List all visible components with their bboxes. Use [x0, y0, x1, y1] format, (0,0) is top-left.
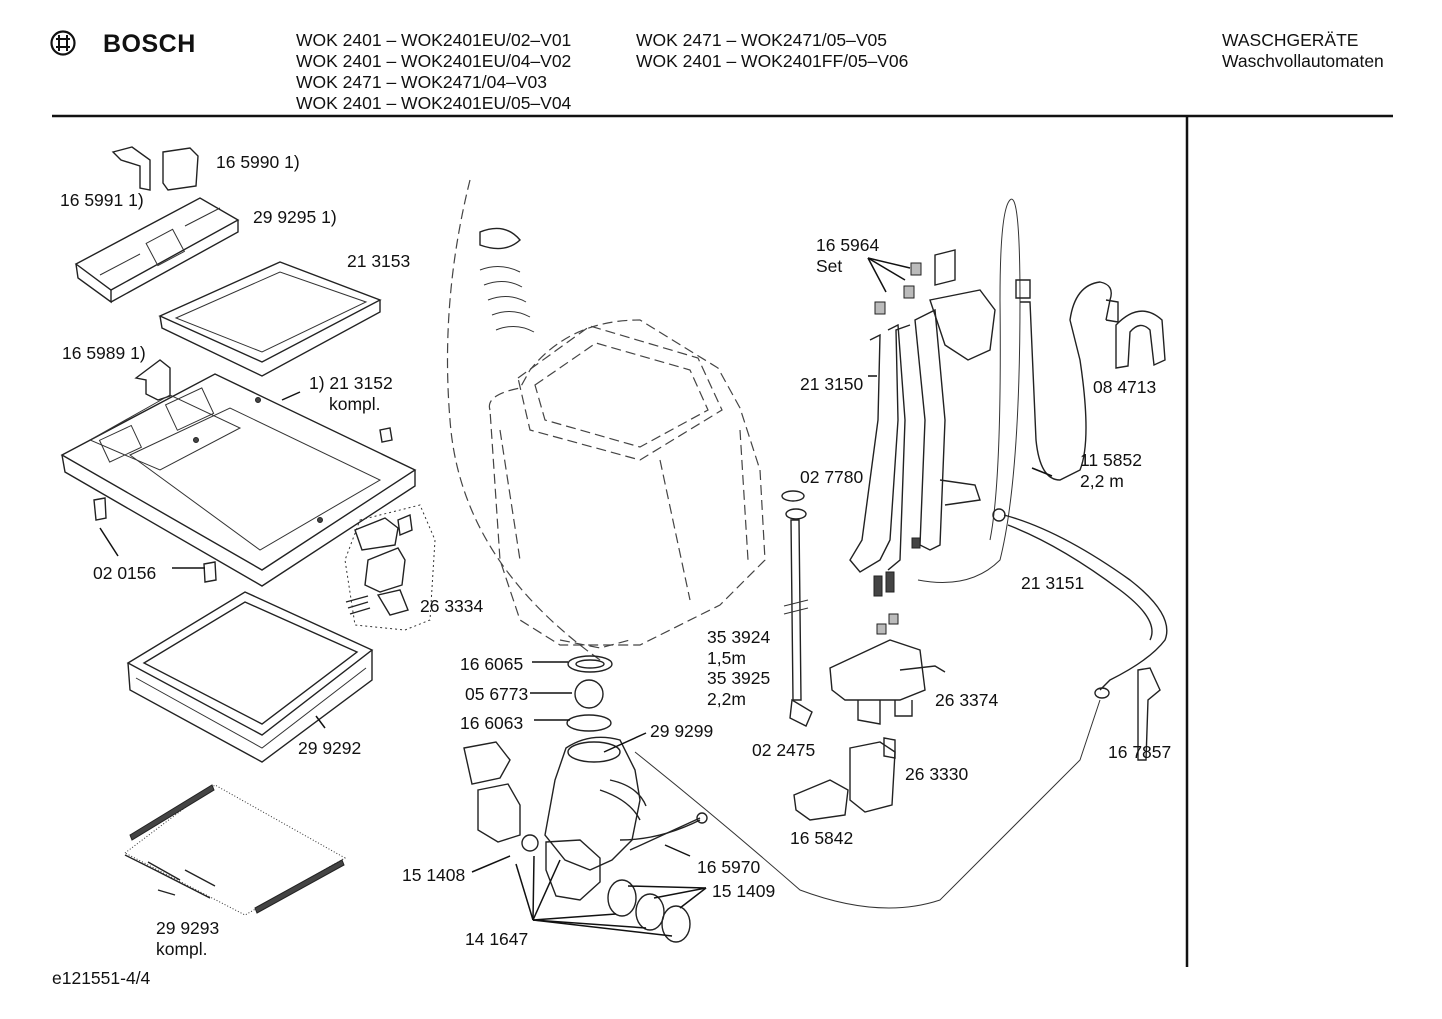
label-16-5964-set: Set — [816, 256, 843, 276]
drain-sump-part — [544, 736, 701, 871]
label-35-3925: 35 3925 — [707, 668, 771, 688]
gasket-frame-part — [126, 591, 374, 763]
document-id: e121551-4/4 — [52, 968, 151, 988]
top-frame-part — [60, 373, 417, 587]
label-11-5852: 11 5852 — [1080, 450, 1142, 470]
brand-name: BOSCH — [103, 30, 196, 58]
label-21-3152-kompl: kompl. — [329, 394, 381, 414]
label-16-5964: 16 5964 — [816, 235, 880, 255]
label-21-3151: 21 3151 — [1021, 573, 1085, 593]
label-21-3153: 21 3153 — [347, 251, 411, 271]
model-line: WOK 2401 – WOK2401FF/05–V06 — [636, 51, 909, 71]
long-hose-line — [629, 699, 1101, 909]
label-35-3924: 35 3924 — [707, 627, 771, 647]
hose-holder-08-4713 — [1115, 310, 1166, 369]
inlet-hose-part — [781, 490, 813, 727]
model-line: WOK 2471 – WOK2471/05–V05 — [636, 30, 887, 50]
detergent-flap-part — [111, 146, 199, 191]
model-list-col2: WOK 2471 – WOK2471/05–V05 WOK 2401 – WOK… — [636, 30, 908, 72]
category: WASCHGERÄTE — [1222, 30, 1359, 50]
label-29-9293: 29 9293 — [156, 918, 220, 938]
valve-26-3330 — [849, 737, 896, 813]
model-line: WOK 2401 – WOK2401EU/05–V04 — [296, 93, 572, 113]
pump-seal-parts — [566, 655, 613, 732]
model-line: WOK 2401 – WOK2401EU/04–V02 — [296, 51, 572, 71]
label-16-6063: 16 6063 — [460, 713, 524, 733]
label-14-1647: 14 1647 — [465, 929, 529, 949]
detergent-drawer-part — [74, 197, 240, 304]
label-21-3152: 1) 21 3152 — [309, 373, 393, 393]
label-16-5990: 16 5990 1) — [216, 152, 300, 172]
drain-hose-11-5852 — [917, 198, 1119, 583]
washing-tub-part — [488, 319, 766, 649]
label-15-1409: 15 1409 — [712, 881, 776, 901]
armature-icon — [50, 30, 76, 56]
label-35-3925-length: 2,2m — [707, 689, 746, 709]
valve-26-3374 — [829, 639, 946, 725]
label-21-3150: 21 3150 — [800, 374, 864, 394]
subcategory: Waschvollautomaten — [1222, 51, 1384, 71]
label-08-4713: 08 4713 — [1093, 377, 1157, 397]
category-block: WASCHGERÄTE Waschvollautomaten — [1222, 30, 1384, 72]
model-list-col1: WOK 2401 – WOK2401EU/02–V01 WOK 2401 – W… — [296, 30, 571, 114]
label-26-3374: 26 3374 — [935, 690, 999, 710]
pump-cover-part — [463, 741, 691, 943]
label-16-5842: 16 5842 — [790, 828, 854, 848]
label-29-9292: 29 9292 — [298, 738, 362, 758]
label-02-0156: 02 0156 — [93, 563, 157, 583]
bosch-logo-icon — [50, 30, 76, 56]
label-29-9293-kompl: kompl. — [156, 939, 208, 959]
label-02-7780: 02 7780 — [800, 467, 864, 487]
door-lock-assembly — [344, 504, 436, 631]
lid-clip-part — [134, 359, 171, 401]
label-16-5991: 16 5991 1) — [60, 190, 144, 210]
label-35-3924-length: 1,5m — [707, 648, 746, 668]
label-02-2475: 02 2475 — [752, 740, 816, 760]
clamp-16-7857 — [1137, 667, 1161, 761]
label-11-5852-length: 2,2 m — [1080, 471, 1124, 491]
tray-frame-part — [158, 261, 382, 377]
leader-lines — [99, 257, 1053, 937]
label-29-9295: 29 9295 1) — [253, 207, 337, 227]
model-line: WOK 2471 – WOK2471/04–V03 — [296, 72, 547, 92]
valve-caps-set — [874, 262, 922, 635]
small-brackets — [93, 497, 217, 583]
bellows-hose-part — [446, 179, 601, 661]
label-16-7857: 16 7857 — [1108, 742, 1172, 762]
lid-panel-part — [124, 784, 347, 916]
label-16-6065: 16 6065 — [460, 654, 524, 674]
harness-21-3150 — [849, 249, 996, 597]
suppressor-16-5842 — [793, 779, 849, 821]
label-16-5970: 16 5970 — [697, 857, 761, 877]
label-29-9299: 29 9299 — [650, 721, 714, 741]
model-line: WOK 2401 – WOK2401EU/02–V01 — [296, 30, 572, 50]
hose-21-3151 — [992, 508, 1168, 699]
label-16-5989: 16 5989 1) — [62, 343, 146, 363]
label-26-3334: 26 3334 — [420, 596, 484, 616]
label-05-6773: 05 6773 — [465, 684, 529, 704]
label-26-3330: 26 3330 — [905, 764, 969, 784]
label-15-1408: 15 1408 — [402, 865, 466, 885]
